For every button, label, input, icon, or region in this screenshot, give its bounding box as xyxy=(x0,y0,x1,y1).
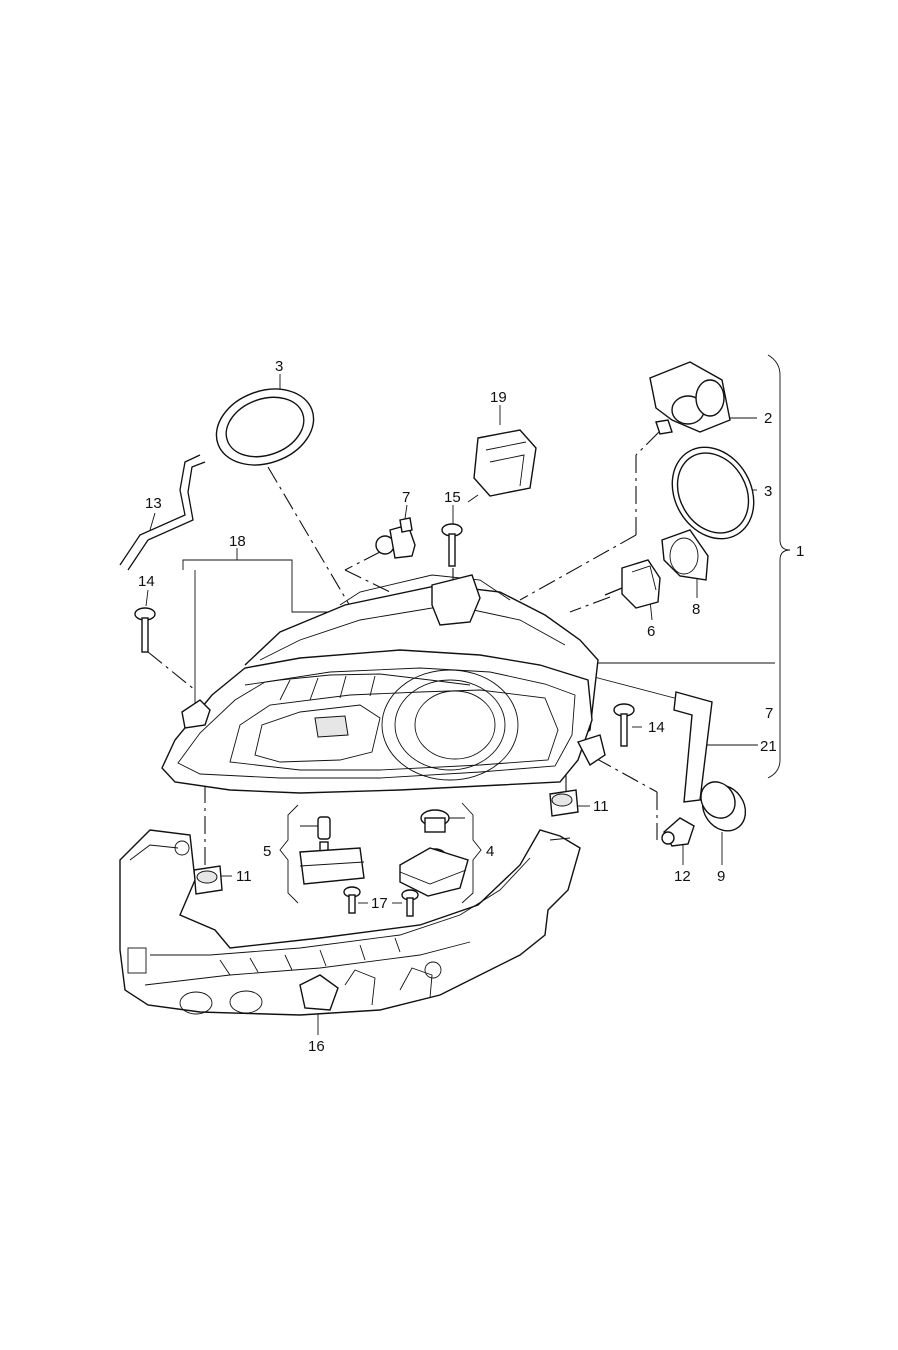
adjuster-motor xyxy=(649,361,731,435)
label-1: 1 xyxy=(796,543,804,560)
screw-top xyxy=(441,523,463,567)
xenon-bulb xyxy=(604,559,661,609)
connector xyxy=(473,429,537,497)
screw-right xyxy=(613,703,635,747)
label-9: 9 xyxy=(717,868,725,885)
label-21: 21 xyxy=(760,738,777,755)
label-15: 15 xyxy=(444,489,461,506)
clip-left xyxy=(193,865,223,895)
control-unit-left xyxy=(299,816,365,885)
seal-ring-top xyxy=(215,388,315,466)
label-14-left: 14 xyxy=(138,573,155,590)
label-12: 12 xyxy=(674,868,691,885)
label-11-left: 11 xyxy=(236,868,252,885)
label-17: 17 xyxy=(371,895,388,912)
control-unit-right xyxy=(399,809,469,897)
label-18: 18 xyxy=(229,533,246,550)
label-7-top: 7 xyxy=(402,489,410,506)
seal-strip xyxy=(673,691,713,803)
bulb-holder-top xyxy=(375,517,416,559)
label-7-bracket: 7 xyxy=(765,705,773,722)
screws-bottom xyxy=(343,886,419,917)
hose xyxy=(119,454,206,571)
label-6: 6 xyxy=(647,623,655,640)
screw-left xyxy=(134,607,156,653)
seal-ring-right xyxy=(671,446,755,540)
bulb-small xyxy=(661,817,695,847)
bulb-socket xyxy=(661,529,709,581)
label-8: 8 xyxy=(692,601,700,618)
label-16: 16 xyxy=(308,1038,325,1055)
label-3-top: 3 xyxy=(275,358,283,375)
callout-labels: 3 19 2 3 13 7 15 18 1 14 8 6 7 14 21 11 … xyxy=(138,358,804,1055)
headlight-housing xyxy=(161,574,606,794)
label-3-right: 3 xyxy=(764,483,772,500)
label-13: 13 xyxy=(145,495,162,512)
label-14-right: 14 xyxy=(648,719,665,736)
clip-right xyxy=(549,789,579,817)
label-11-right: 11 xyxy=(593,798,609,815)
label-5: 5 xyxy=(263,843,271,860)
label-2: 2 xyxy=(764,410,772,427)
label-4: 4 xyxy=(486,843,494,860)
cap xyxy=(700,781,747,832)
carrier xyxy=(119,829,581,1016)
label-19: 19 xyxy=(490,389,507,406)
